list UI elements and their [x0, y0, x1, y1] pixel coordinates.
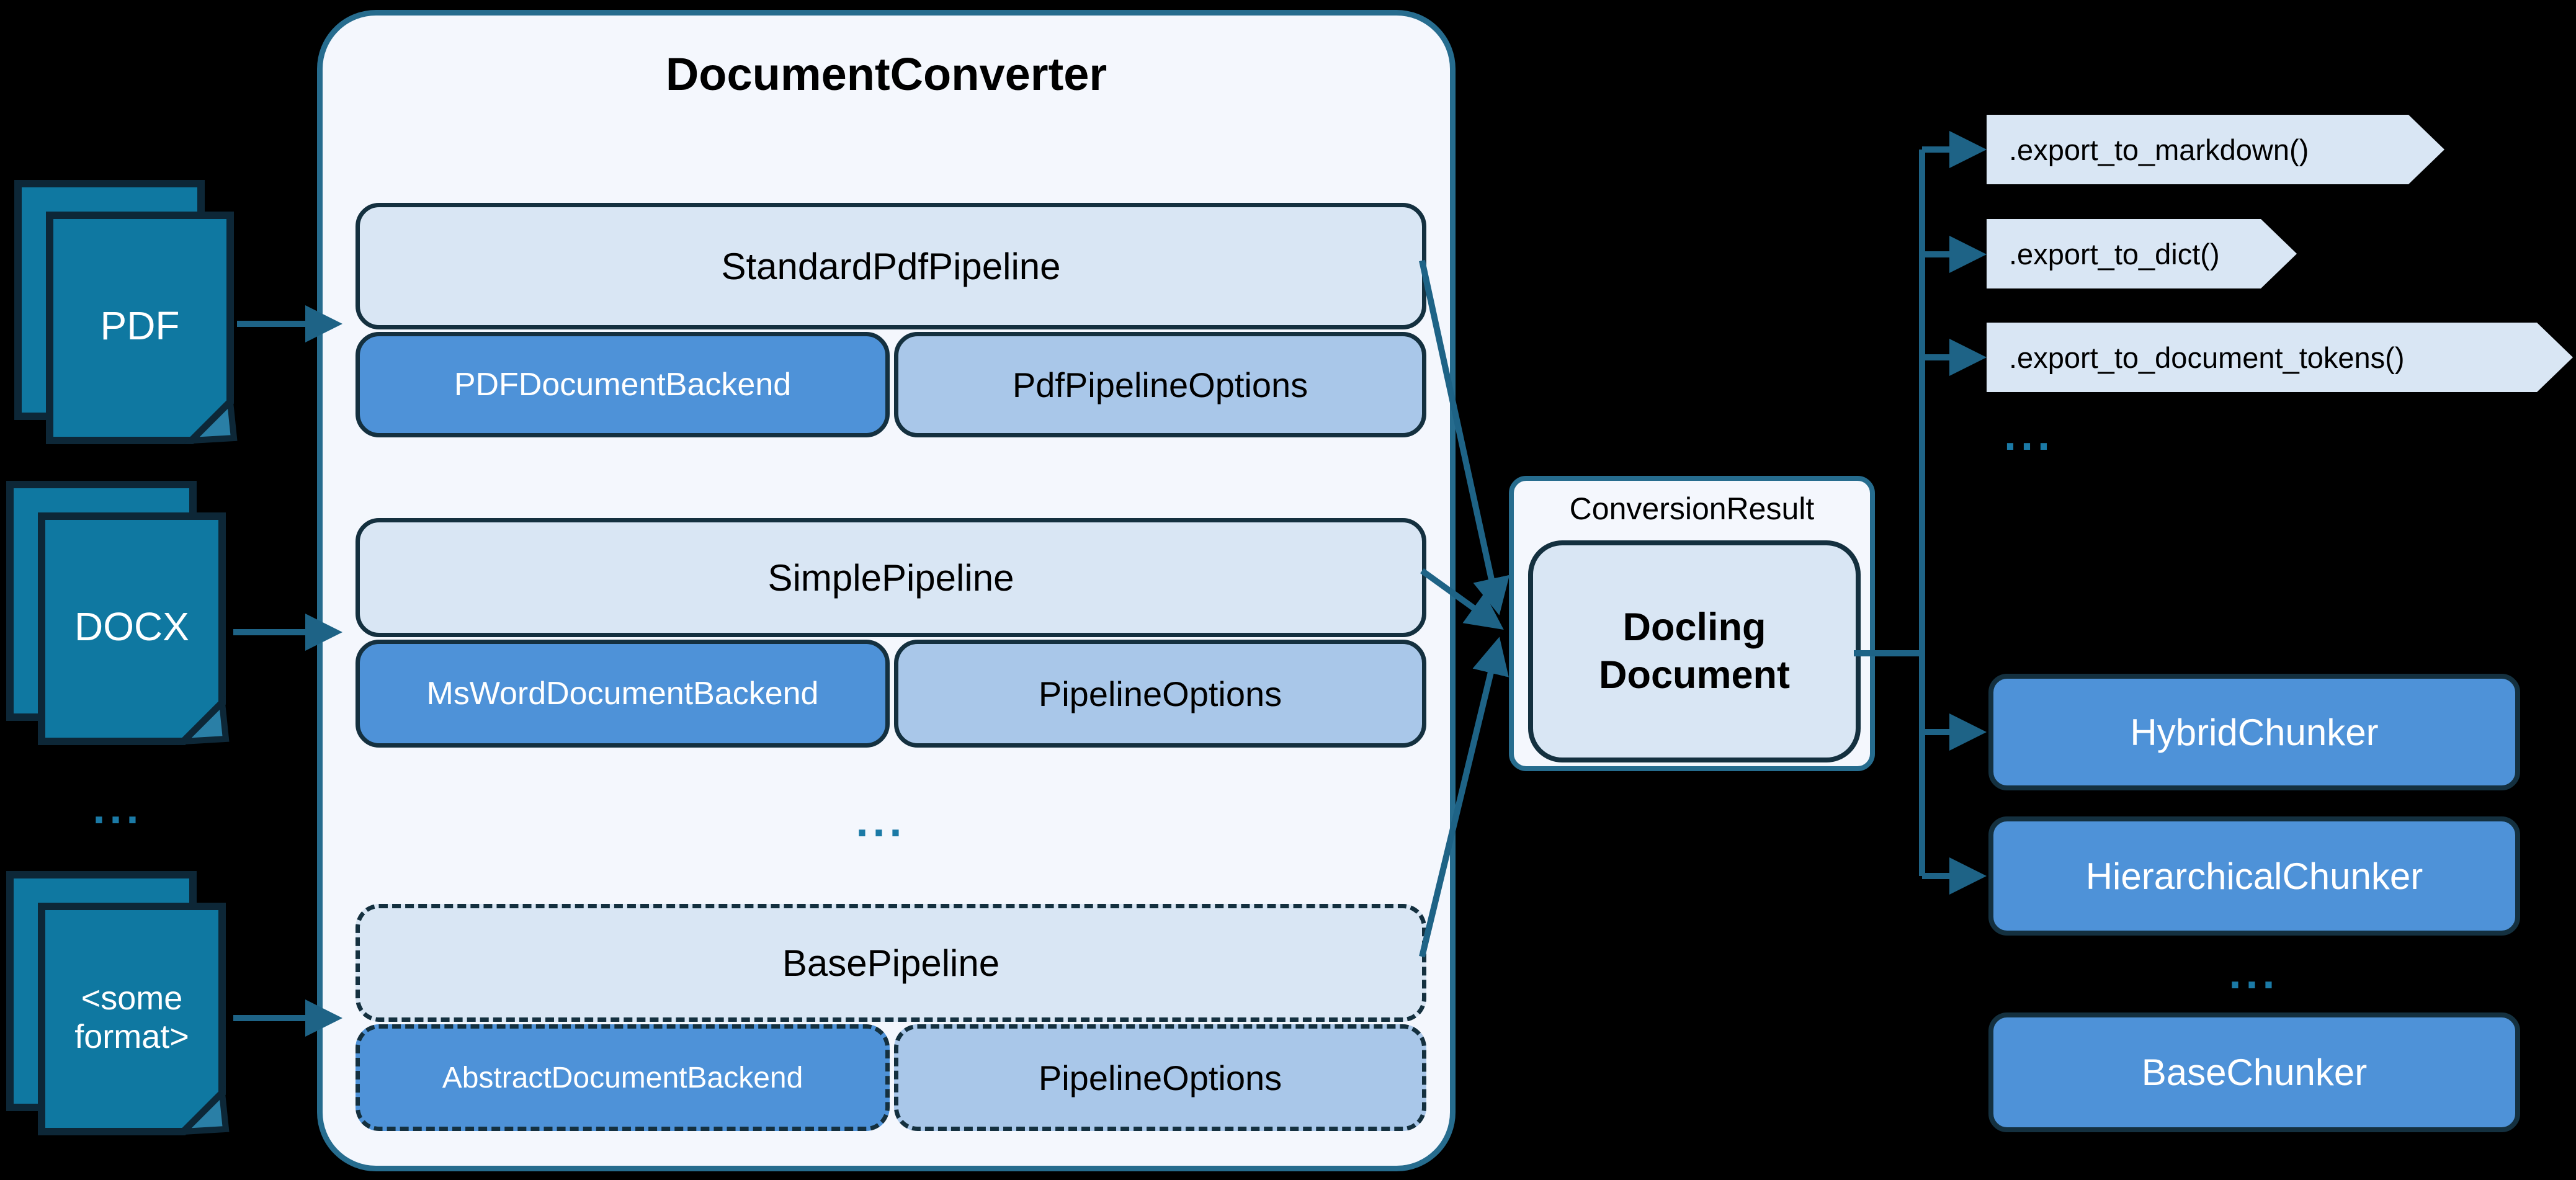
simple-pipeline-box: SimplePipeline [356, 518, 1426, 637]
pdf-document-backend-box: PDFDocumentBackend [356, 332, 890, 437]
source-some-format-label: <some format> [38, 903, 226, 1132]
export-to-document-tokens-chevron: .export_to_document_tokens() [1987, 323, 2573, 392]
source-some-format-line2: format> [74, 1018, 189, 1055]
base-chunker-box: BaseChunker [1988, 1012, 2520, 1132]
pipeline-options-box: PipelineOptions [894, 640, 1426, 748]
source-pdf: PDF [13, 179, 244, 447]
folded-corner-icon [184, 395, 238, 444]
source-some-format-line1: <some [81, 979, 183, 1017]
document-converter-title: DocumentConverter [665, 48, 1107, 100]
source-pdf-label: PDF [100, 303, 180, 349]
hybrid-chunker-box: HybridChunker [1988, 674, 2520, 790]
standard-pdf-pipeline-box: StandardPdfPipeline [356, 203, 1426, 329]
docling-document-line1: Docling [1622, 606, 1766, 650]
source-docx-label: DOCX [74, 604, 189, 650]
msword-document-backend-box: MsWordDocumentBackend [356, 640, 890, 748]
export-to-markdown-chevron: .export_to_markdown() [1987, 115, 2444, 184]
export-to-dict-chevron: .export_to_dict() [1987, 219, 2297, 288]
base-pipeline-box: BasePipeline [356, 904, 1426, 1022]
docling-document-box: Docling Document [1528, 540, 1861, 762]
pipeline-options-dashed-box: PipelineOptions [894, 1024, 1426, 1131]
converter-ellipsis: ... [856, 797, 906, 846]
document-stack-icon [6, 871, 230, 1135]
document-converter-panel: DocumentConverter StandardPdfPipeline PD… [317, 10, 1456, 1171]
conversion-result-label: ConversionResult [1569, 491, 1815, 526]
folded-corner-icon [176, 696, 230, 745]
hierarchical-chunker-box: HierarchicalChunker [1988, 816, 2520, 936]
source-some-format: <some format> [5, 870, 236, 1138]
conversion-result-box: ConversionResult Docling Document [1509, 476, 1875, 771]
folded-corner-icon [176, 1086, 230, 1135]
document-stack-icon [14, 180, 238, 444]
abstract-document-backend-box: AbstractDocumentBackend [356, 1024, 890, 1131]
chunkers-ellipsis: ... [2229, 949, 2279, 998]
sources-ellipsis: ... [92, 784, 143, 833]
document-stack-icon [6, 481, 230, 745]
exports-ellipsis: ... [2004, 410, 2055, 460]
source-docx: DOCX [5, 480, 236, 748]
docling-document-line2: Document [1598, 653, 1791, 697]
pdf-pipeline-options-box: PdfPipelineOptions [894, 332, 1426, 437]
